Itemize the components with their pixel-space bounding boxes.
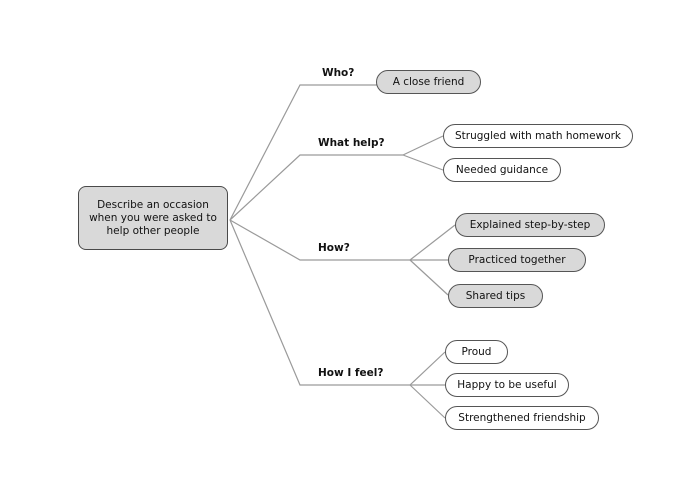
branch-label-who: Who? — [322, 67, 355, 79]
branch-label-how: How? — [318, 242, 350, 254]
leaf-step-by-step: Explained step-by-step — [455, 213, 605, 237]
connector-root-what-help — [229, 154, 403, 221]
connector-what-help-1 — [402, 135, 444, 156]
leaf-strengthened-friendship: Strengthened friendship — [445, 406, 599, 430]
connector-root-how-i-feel — [229, 219, 410, 386]
leaf-happy-useful: Happy to be useful — [445, 373, 569, 397]
leaf-math-homework: Struggled with math homework — [443, 124, 633, 148]
branch-label-how-i-feel: How I feel? — [318, 367, 384, 379]
connector-feel-1 — [409, 351, 446, 386]
leaf-practiced-together: Practiced together — [448, 248, 586, 272]
leaf-needed-guidance: Needed guidance — [443, 158, 561, 182]
root-topic: Describe an occasion when you were asked… — [78, 186, 228, 250]
connector-how-3 — [409, 259, 449, 296]
connector-root-how — [229, 219, 410, 261]
branch-label-what-help: What help? — [318, 137, 385, 149]
leaf-proud: Proud — [445, 340, 508, 364]
connector-feel-3 — [409, 384, 446, 419]
leaf-shared-tips: Shared tips — [448, 284, 543, 308]
connector-root-who — [229, 84, 380, 221]
connector-what-help-2 — [402, 154, 444, 171]
leaf-close-friend: A close friend — [376, 70, 481, 94]
connector-how-1 — [409, 224, 456, 261]
